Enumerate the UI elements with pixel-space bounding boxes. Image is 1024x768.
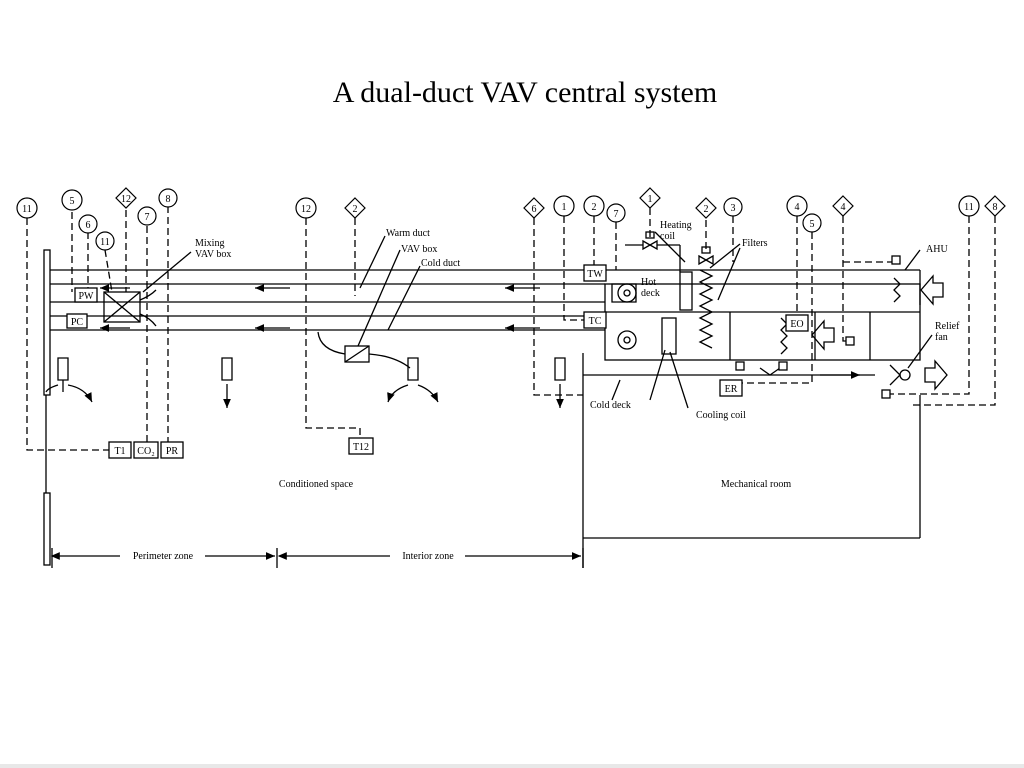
tw-label: TW (587, 269, 603, 280)
heating-coil (679, 271, 693, 311)
t12-label: T12 (353, 442, 369, 453)
tag-11b: 11 (964, 202, 974, 213)
heating-valve (642, 239, 658, 251)
eo-label: EO (790, 319, 803, 330)
box-tw (583, 264, 607, 282)
perimeter-zone-label: Perimeter zone (133, 551, 194, 562)
hot-deck-label-1: Hot (641, 277, 656, 288)
box-eo (785, 314, 809, 332)
diamond-4: 4 (841, 202, 846, 213)
t1-label: T1 (114, 446, 125, 457)
cooling-coil (661, 317, 677, 355)
hot-deck-fan (617, 283, 637, 303)
interior-zone-label: Interior zone (402, 551, 454, 562)
box-t12 (348, 437, 374, 455)
cooling-coil-label: Cooling coil (696, 410, 746, 421)
mechanical-room-label: Mechanical room (721, 479, 791, 490)
tag-11: 11 (22, 204, 32, 215)
diffuser-4 (554, 357, 566, 381)
tag-7b: 7 (614, 209, 619, 220)
box-pr (160, 441, 184, 459)
cold-deck-fan (617, 330, 637, 350)
tag-6: 6 (86, 220, 91, 231)
box-er (719, 379, 743, 397)
relief-fan (899, 369, 911, 381)
box-pw (74, 287, 98, 303)
mixing-vav-box-1 (103, 291, 141, 323)
exhaust-air-arrow (924, 359, 948, 391)
diamond-12: 12 (121, 194, 131, 205)
er-label: ER (725, 384, 738, 395)
filters (698, 269, 714, 349)
pw-label: PW (79, 291, 95, 302)
slide-title: A dual-duct VAV central system (332, 76, 718, 109)
vav-box-label: VAV box (401, 244, 437, 255)
relief-fan-label-1: Relief (935, 321, 960, 332)
tc-label: TC (589, 316, 602, 327)
tag-12: 12 (301, 204, 311, 215)
conditioned-space-label: Conditioned space (279, 479, 354, 490)
hot-deck-label-2: deck (641, 288, 660, 299)
filters-label: Filters (742, 238, 768, 249)
relief-fan-label-2: fan (935, 332, 948, 343)
tag-7: 7 (145, 212, 150, 223)
wall-lower (43, 492, 51, 566)
diffuser-2 (221, 357, 233, 381)
diffuser-3 (407, 357, 419, 381)
box-pc (66, 313, 88, 329)
box-co2 (133, 441, 159, 459)
outside-air-arrow (920, 274, 944, 306)
tag-11c: 11 (100, 237, 110, 248)
diamond-2: 2 (353, 204, 358, 215)
return-air-arrow (811, 319, 835, 351)
cold-deck-label: Cold deck (590, 400, 631, 411)
diamond-8: 8 (993, 202, 998, 213)
cold-duct-label: Cold duct (421, 258, 460, 269)
ahu-damper (893, 277, 901, 303)
diamond-6: 6 (532, 204, 537, 215)
tag-5b: 5 (810, 219, 815, 230)
ahu-label: AHU (926, 244, 948, 255)
diamond-2b: 2 (704, 204, 709, 215)
slide-footer-strip (0, 764, 1024, 768)
diamond-1: 1 (648, 194, 653, 205)
tag-4: 4 (795, 202, 800, 213)
wall-upper (43, 249, 51, 396)
warm-duct-label: Warm duct (386, 228, 430, 239)
pr-label: PR (166, 446, 179, 457)
tag-2: 2 (592, 202, 597, 213)
co2-label: CO₂ (137, 446, 154, 457)
diffuser-1 (57, 357, 69, 381)
mixing-label-1: Mixing (195, 238, 224, 249)
mixing-label-2: VAV box (195, 249, 231, 260)
cooling-valve (698, 254, 714, 266)
tag-1: 1 (562, 202, 567, 213)
pc-label: PC (71, 317, 84, 328)
tag-5: 5 (70, 196, 75, 207)
tag-8: 8 (166, 194, 171, 205)
heating-coil-label-1: Heating (660, 220, 692, 231)
tag-3: 3 (731, 203, 736, 214)
heating-coil-label-2: coil (660, 231, 675, 242)
